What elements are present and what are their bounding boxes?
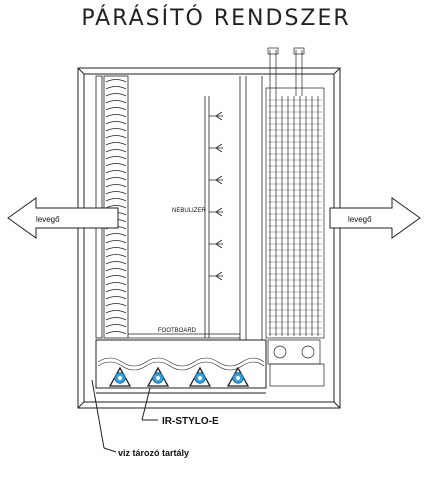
nozzle-icon <box>146 366 170 387</box>
footboard-label: FOOTBOARD <box>158 328 197 334</box>
nozzle-row <box>108 366 250 387</box>
leader-lines <box>91 379 158 453</box>
tank-label: viz tározó tartály <box>118 448 189 458</box>
arrow-left-icon <box>7 197 119 239</box>
nozzle-icon <box>108 366 132 387</box>
inner-dividers <box>239 76 263 340</box>
nebulizer-pipe <box>204 96 223 338</box>
air-out-label: levegő <box>36 215 60 224</box>
nozzle-icon <box>188 366 212 387</box>
coil-exchanger <box>265 47 325 387</box>
droplet-separator <box>95 75 129 339</box>
footboard <box>128 333 240 339</box>
cabinet-frame <box>77 67 341 409</box>
arrow-right-icon <box>329 197 421 239</box>
nebulizer-label: NEBULIZER <box>172 208 206 214</box>
device-label: IR-STYLO-E <box>162 416 219 427</box>
nozzle-icon <box>226 366 250 387</box>
water-tank <box>95 339 267 394</box>
diagram-title: PÁRÁSÍTÓ RENDSZER <box>81 6 351 31</box>
air-in-label: levegő <box>348 215 372 224</box>
